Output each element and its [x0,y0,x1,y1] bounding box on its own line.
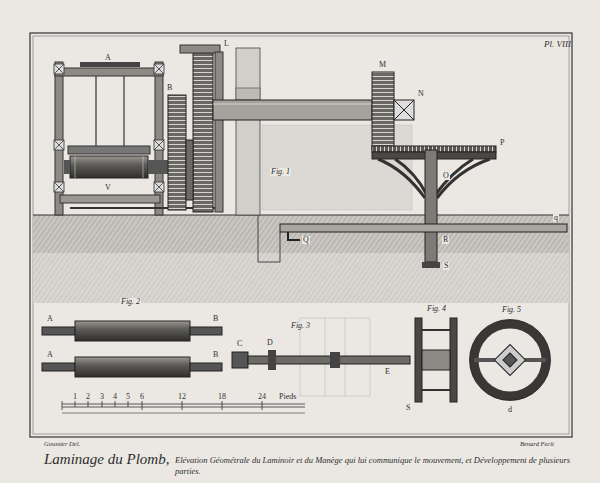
scale-number: 12 [177,393,187,401]
scale-number: 3 [99,393,105,401]
figure-label: Fig. 4 [426,305,447,313]
scale-number: 2 [85,393,91,401]
engraver-signature: Benard Fecit [520,441,554,448]
plate-title: Laminage du Plomb, [44,452,169,467]
part-letter: B [212,351,219,359]
figure-label: Fig. 3 [290,322,311,330]
figure-label: Fig. 5 [501,306,522,314]
part-letter: Q [302,236,310,244]
engraver-signature: Goussier Del. [44,441,80,448]
part-letter: q [553,214,559,222]
part-letter: N [417,90,425,98]
figure-label: Fig. 1 [270,168,291,176]
part-letter: B [166,84,173,92]
part-letter: C [236,340,243,348]
scale-number: 18 [217,393,227,401]
scale-number: 1 [72,393,78,401]
part-letter: O [442,172,450,180]
scale-number: 6 [139,393,145,401]
part-letter: M [378,61,387,69]
scale-number: 4 [112,393,118,401]
figure-label: Fig. 2 [120,298,141,306]
part-letter: d [507,406,513,414]
part-letter: P [499,139,505,147]
part-letter: R [442,236,449,244]
part-letter: V [104,184,112,192]
part-letter: E [384,368,391,376]
part-letter: D [266,339,274,347]
plate-number: Pl. VIII [544,40,571,49]
part-letter: A [46,351,54,359]
part-letter: S [405,404,411,412]
plate-caption: Elévation Géométrale du Laminoir et du M… [175,455,592,476]
part-letter: A [46,315,54,323]
scale-number: 24 [257,393,267,401]
part-letter: B [212,315,219,323]
part-letter: A [104,54,112,62]
scale-unit: Pieds [278,393,297,401]
part-letter: L [223,40,230,48]
part-letter: S [443,262,449,270]
scale-number: 5 [125,393,131,401]
